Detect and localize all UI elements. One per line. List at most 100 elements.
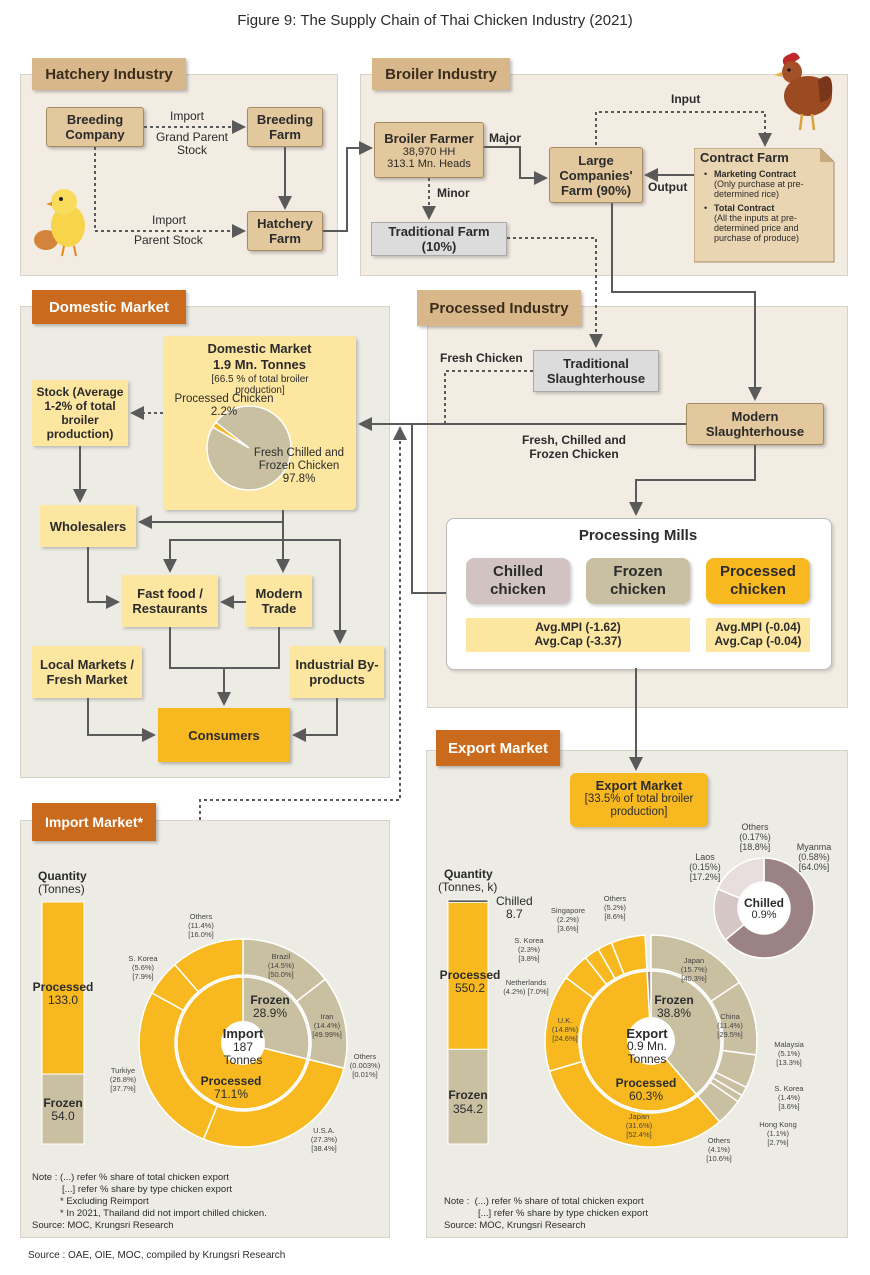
export-market-box[interactable] (570, 773, 708, 827)
import-label-others-1: Others (11.4%) [16.0%] (188, 912, 214, 939)
modern-trade-box[interactable]: Modern Trade (246, 575, 312, 627)
import-frozen-label: Frozen (43, 1096, 83, 1110)
large-companies-farm-box[interactable]: Large Companies' Farm (90%) (549, 147, 643, 203)
processing-mills-title: Processing Mills (578, 527, 698, 544)
breeding-farm-box[interactable]: Breeding Farm (247, 107, 323, 147)
export-label-netherlands: Netherlands (4.2%) [7.0%] (503, 978, 549, 996)
export-market-box-share: [33.5% of total broiler production] (584, 793, 694, 818)
export-outer-others-1 (610, 934, 648, 976)
broiler-farmer-heads: 313.1 Mn. Heads (387, 157, 471, 170)
export-chilled-label: Chilled (496, 894, 533, 908)
export-quantity-unit: (Tonnes, k) (438, 880, 498, 894)
import-bar-frozen (41, 1073, 85, 1145)
import-processed-label: Processed (32, 980, 94, 994)
chilled-slice-myanma (724, 857, 815, 959)
export-label-hongkong: Hong Kong (1.1%) [2.7%] (759, 1120, 797, 1147)
import-processed-value: 133.0 (47, 993, 79, 1007)
fresh-chicken-label: Fresh Chicken (440, 351, 523, 365)
import-label-turkiye: Turkiye (26.8%) [37.7%] (109, 1066, 137, 1093)
consumers-box[interactable]: Consumers (158, 708, 290, 762)
import-inner-frozen-pct: 28.9% (252, 1006, 288, 1020)
import-note-3: * Excluding Reimport (60, 1196, 149, 1207)
fastfood-box[interactable]: Fast food / Restaurants (122, 575, 218, 627)
export-label-skorea-2: S. Korea (1.4%) [3.6%] (774, 1084, 804, 1111)
chilled-center: Chilled (743, 896, 784, 910)
wholesalers-box[interactable]: Wholesalers (40, 505, 136, 547)
import-center-3: Tonnes (223, 1053, 263, 1067)
broiler-farmer-hh: 38,970 HH (402, 145, 456, 158)
import-label-usa: U.S.A. (27.3%) [38.4%] (310, 1126, 338, 1153)
import-note-2: [...] refer % share by type chicken expo… (62, 1184, 233, 1195)
export-label-skorea-1: S. Korea (2.3%) [3.8%] (514, 936, 544, 963)
export-bar-processed (447, 901, 489, 1050)
local-markets-box[interactable]: Local Markets / Fresh Market (32, 646, 142, 698)
breeding-company-box[interactable]: Breeding Company (46, 107, 144, 147)
export-inner-frozen-pct: 38.8% (656, 1006, 692, 1020)
processed-title: Processed Industry (417, 290, 581, 326)
traditional-slaughterhouse-box[interactable]: Traditional Slaughterhouse (533, 350, 659, 392)
source-text: Source : OAE, OIE, MOC, compiled by Krun… (28, 1250, 286, 1261)
export-label-others-2: Others (4.1%) [10.6%] (706, 1136, 732, 1163)
traditional-farm-box[interactable]: Traditional Farm (10%) (371, 222, 507, 256)
export-label-uk: U.K. (14.8%) [24.6%] (551, 1016, 579, 1043)
import-label-brazil: Brazil (14.5%) [50.0%] (267, 952, 295, 979)
import-inner-processed: Processed (200, 1074, 262, 1088)
figure-title: Figure 9: The Supply Chain of Thai Chick… (237, 12, 633, 29)
chilled-donut (713, 857, 815, 959)
broiler-title: Broiler Industry (372, 58, 510, 90)
export-inner-frozen: Frozen (654, 993, 694, 1007)
modern-slaughterhouse-box[interactable]: Modern Slaughterhouse (686, 403, 824, 445)
export-title: Export Market (436, 730, 560, 766)
industrial-box[interactable]: Industrial By-products (290, 646, 384, 698)
processed-chicken-box[interactable]: Processed chicken (706, 558, 810, 604)
export-label-others-1: Others (5.2%) [8.6%] (603, 894, 627, 921)
chilled-label-others: Others (0.17%) [18.8%] (739, 822, 771, 852)
avg-left-2: Avg.Cap (-3.37) (534, 634, 622, 648)
marketing-contract-text: (Only purchase at pre-determined rice) (714, 179, 804, 199)
import-label-others-2: Others (0.003%) [0.01%] (349, 1052, 381, 1079)
export-note-3: Source: MOC, Krungsri Research (444, 1220, 586, 1231)
export-label-japan-1: Japan (15.7%) [40.3%] (680, 956, 708, 983)
export-bar-frozen (447, 1048, 489, 1145)
hatchery-farm-box[interactable]: Hatchery Farm (247, 211, 323, 251)
total-contract-text: (All the inputs at pre- determined price… (714, 213, 800, 243)
avg-right-2: Avg.Cap (-0.04) (714, 634, 802, 648)
import-inner-processed-pct: 71.1% (213, 1087, 249, 1101)
import-outer-others-2 (173, 938, 244, 993)
domestic-market-share: [66.5 % of total broiler production] (211, 374, 309, 396)
export-processed-value: 550.2 (454, 981, 486, 995)
export-label-singapore: Singapore (2.2%) [3.6%] (550, 906, 586, 933)
chilled-label-myanma: Myanma (0.58%) [64.0%] (796, 842, 832, 872)
import-center-2: 187 (232, 1040, 254, 1054)
parent-stock-label: Parent Stock (134, 233, 203, 247)
chilled-chicken-box[interactable]: Chilled chicken (466, 558, 570, 604)
chick-illustration (34, 189, 85, 257)
import-label-1: Import (170, 109, 205, 123)
import-label-2: Import (152, 213, 187, 227)
import-title: Import Market* (32, 803, 156, 841)
export-center-1: Export (626, 1026, 668, 1041)
broiler-farmer-box[interactable]: Broiler Farmer 38,970 HH 313.1 Mn. Heads (374, 122, 484, 178)
import-note-4: * In 2021, Thailand did not import chill… (60, 1208, 267, 1219)
frozen-chicken-box[interactable]: Frozen chicken (586, 558, 690, 604)
export-donut-center (627, 1017, 675, 1065)
marketing-contract-title: Marketing Contract (714, 169, 797, 179)
import-quantity-unit: (Tonnes) (38, 882, 85, 896)
export-market-box-title: Export Market (595, 778, 683, 793)
export-frozen-label: Frozen (448, 1088, 488, 1102)
export-center-2: 0.9 Mn. (626, 1039, 668, 1053)
avg-right-1: Avg.MPI (-0.04) (715, 620, 801, 634)
import-label-skorea: S. Korea (5.6%) [7.9%] (128, 954, 158, 981)
hen-illustration (774, 52, 833, 131)
export-chilled-value: 8.7 (506, 907, 523, 921)
import-frozen-value: 54.0 (51, 1109, 75, 1123)
input-label: Input (671, 92, 701, 106)
export-inner-processed: Processed (615, 1076, 677, 1090)
stock-box[interactable]: Stock (Average 1-2% of total broiler pro… (32, 380, 128, 446)
import-bar-chart (41, 901, 85, 1145)
import-quantity-label: Quantity (38, 869, 87, 883)
contract-farm-box[interactable]: Contract Farm • Marketing Contract (Only… (700, 150, 830, 243)
chilled-slice-others (716, 857, 765, 900)
export-inner-processed-pct: 60.3% (628, 1089, 664, 1103)
import-note-5: Source: MOC, Krungsri Research (32, 1220, 174, 1231)
